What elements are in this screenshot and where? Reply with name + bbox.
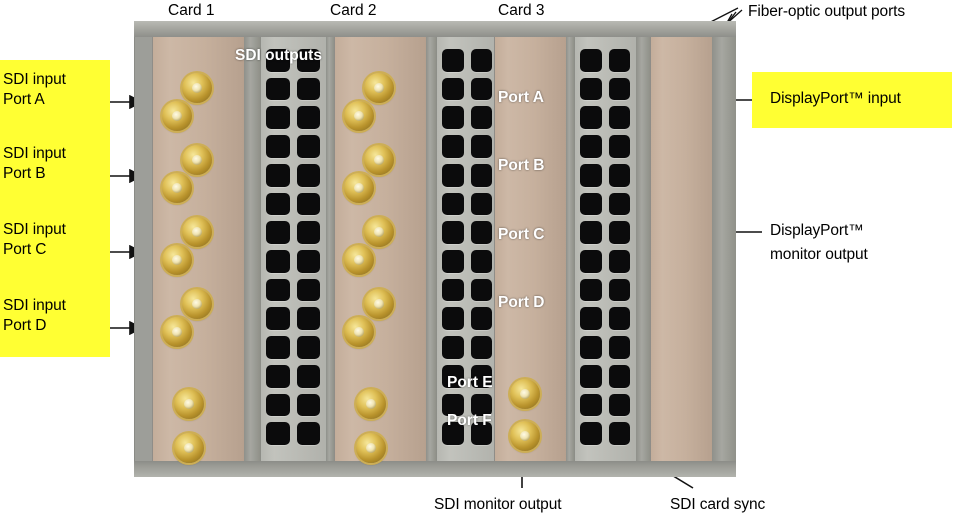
card-2-bnc-in-c — [344, 245, 374, 275]
card3-port-e-label: Port E — [447, 374, 493, 391]
sdi-input-port-a-value: Port A — [3, 91, 45, 108]
sdi-input-port-d-value: Port D — [3, 317, 47, 334]
card-1-bnc-out-b — [182, 145, 212, 175]
chassis-rib-2 — [326, 37, 334, 461]
displayport-monitor-output-label: DisplayPort™ monitor output — [770, 222, 868, 263]
blank-panel-3 — [574, 37, 638, 461]
chassis-rib-6 — [636, 37, 650, 461]
card-1-title: Card 1 — [168, 2, 215, 19]
card-2-bnc-in-d — [344, 317, 374, 347]
card-2-bnc-monitor — [356, 389, 386, 419]
sdi-input-highlight-box — [0, 60, 110, 357]
card-2-bnc-out-c — [364, 217, 394, 247]
blank-panel-2-vent-grid — [442, 49, 492, 445]
card-1-bnc-in-c — [162, 245, 192, 275]
sdi-input-port-d-label: SDI input — [3, 297, 66, 314]
card-2-bnc-sync — [356, 433, 386, 463]
card-1-bnc-in-b — [162, 173, 192, 203]
chassis-rear-panel-photo: SDI outputs Port A Port B Port C Port D … — [134, 21, 736, 477]
chassis-bottom-rail — [134, 461, 736, 477]
blank-panel-1 — [260, 37, 328, 461]
card3-port-a-label: Port A — [498, 89, 544, 106]
sdi-input-port-b-value: Port B — [3, 165, 46, 182]
card-2-bnc-in-b — [344, 173, 374, 203]
displayport-input-label: DisplayPort™ input — [770, 90, 901, 107]
card-2-bnc-out-d — [364, 289, 394, 319]
chassis-rib-1 — [244, 37, 260, 461]
card-1-bnc-out-d — [182, 289, 212, 319]
blank-panel-2 — [436, 37, 500, 461]
card-2-bnc-out-a — [364, 73, 394, 103]
card-3-bnc-port-f — [510, 421, 540, 451]
displayport-card-faceplate — [650, 37, 714, 461]
card-1-bnc-monitor — [174, 389, 204, 419]
card-1-bnc-in-a — [162, 101, 192, 131]
displayport-card-slot — [650, 37, 714, 461]
blank-panel-1-vent-grid — [266, 49, 320, 445]
chassis-rib-5 — [566, 37, 574, 461]
card-3-title: Card 3 — [498, 2, 545, 19]
card-1-bnc-out-a — [182, 73, 212, 103]
displayport-input-highlight-box — [752, 72, 952, 128]
card-1-bnc-out-c — [182, 217, 212, 247]
card-1-slot — [152, 37, 246, 463]
chassis-rib-3 — [426, 37, 436, 461]
card3-port-b-label: Port B — [498, 157, 545, 174]
card-2-slot — [334, 37, 428, 463]
chassis-right-margin — [712, 37, 736, 461]
sdi-card-sync-label: SDI card sync — [670, 496, 766, 513]
chassis-top-rail — [134, 21, 736, 37]
sdi-monitor-output-label: SDI monitor output — [434, 496, 562, 513]
card-2-bnc-in-a — [344, 101, 374, 131]
card-2-bnc-out-b — [364, 145, 394, 175]
sdi-input-port-c-label: SDI input — [3, 221, 66, 238]
sdi-input-port-c-value: Port C — [3, 241, 47, 258]
sdi-input-port-b-label: SDI input — [3, 145, 66, 162]
card3-port-c-label: Port C — [498, 226, 545, 243]
card-3-bnc-port-e — [510, 379, 540, 409]
sdi-outputs-overlay-label: SDI outputs — [235, 47, 322, 64]
card3-port-f-label: Port F — [447, 412, 492, 429]
card-1-bnc-sync — [174, 433, 204, 463]
blank-panel-3-vent-grid — [580, 49, 630, 445]
fiber-optic-output-ports-label: Fiber-optic output ports — [748, 3, 905, 20]
card-2-title: Card 2 — [330, 2, 377, 19]
sdi-input-port-a-label: SDI input — [3, 71, 66, 88]
card3-port-d-label: Port D — [498, 294, 545, 311]
card-1-bnc-in-d — [162, 317, 192, 347]
